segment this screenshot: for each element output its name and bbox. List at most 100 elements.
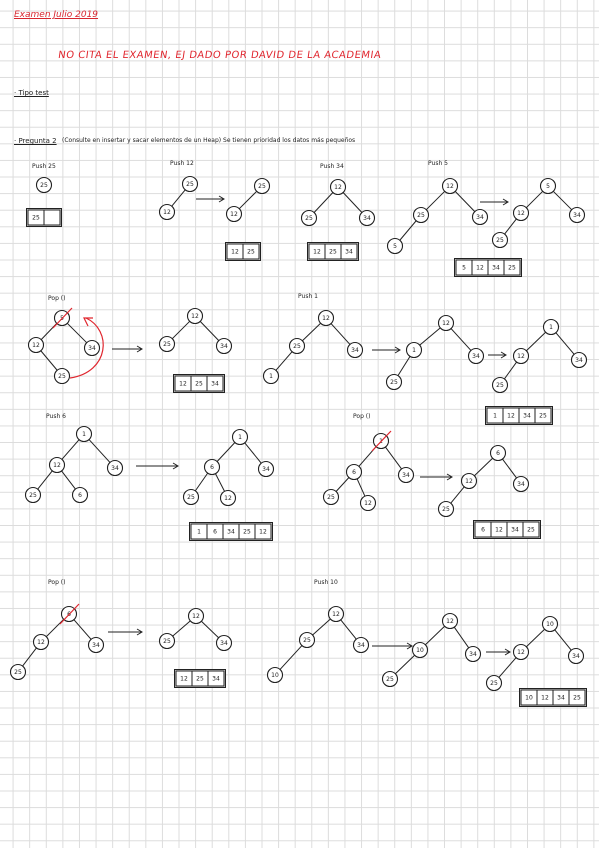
tree-node: 25 (35, 176, 53, 194)
array-cell: 10 (520, 689, 538, 706)
svg-text:34: 34 (573, 212, 581, 219)
svg-text:1: 1 (549, 324, 553, 331)
tree-node: 12 (219, 489, 237, 507)
array-cell: 1 (486, 407, 504, 424)
svg-text:10: 10 (546, 621, 554, 628)
svg-text:6: 6 (481, 527, 485, 534)
svg-text:12: 12 (446, 618, 454, 625)
svg-text:12: 12 (446, 183, 454, 190)
svg-text:12: 12 (192, 613, 200, 620)
svg-text:34: 34 (476, 214, 484, 221)
step-label: Push 1 (298, 293, 318, 300)
tree-edge (425, 625, 445, 646)
svg-text:25: 25 (303, 637, 311, 644)
swap-arc-head (83, 317, 93, 327)
svg-text:12: 12 (163, 209, 171, 216)
tree-edge (525, 190, 544, 209)
svg-text:25: 25 (196, 676, 204, 683)
tree-edge (22, 647, 37, 667)
tree-edge (554, 629, 572, 651)
svg-text:34: 34 (469, 651, 477, 658)
svg-text:12: 12 (442, 320, 450, 327)
tree-edge (37, 470, 53, 490)
tree-node: 10 (266, 666, 284, 684)
svg-text:34: 34 (357, 642, 365, 649)
svg-text:6: 6 (352, 469, 356, 476)
tree-node: 25 (24, 486, 42, 504)
tree-node: 1 (542, 318, 560, 336)
step-label: Pop () (48, 579, 65, 586)
tree-node: 6 (489, 444, 507, 462)
svg-text:12: 12 (322, 315, 330, 322)
tree-edge (526, 628, 545, 648)
svg-text:25: 25 (496, 237, 504, 244)
tree-edge (503, 361, 518, 380)
array-cell: 1 (190, 523, 208, 540)
tree-node: 34 (346, 341, 364, 359)
tree-node: 34 (215, 337, 233, 355)
swap-arc (69, 317, 104, 379)
svg-text:5: 5 (393, 243, 397, 250)
tree-edge (450, 328, 472, 351)
step-label: Pop () (353, 413, 370, 420)
svg-text:6: 6 (213, 529, 217, 536)
tree-node: 34 (568, 206, 586, 224)
tree-edge (385, 446, 402, 470)
tree-node: 5 (539, 177, 557, 195)
array-cell: 25 (534, 407, 552, 424)
tree-edge (313, 192, 334, 213)
heap-tree: 25 (35, 176, 53, 194)
svg-text:25: 25 (327, 494, 335, 501)
tree-node: 6 (59, 603, 80, 625)
tree-node: 25 (288, 337, 306, 355)
svg-text:25: 25 (329, 249, 337, 256)
tree-edge (45, 618, 65, 638)
tree-node: 1 (405, 341, 423, 359)
svg-text:25: 25 (243, 529, 251, 536)
tree-node: 34 (570, 351, 588, 369)
array-cell: 25 (190, 375, 208, 392)
svg-text:1: 1 (197, 529, 201, 536)
transition-arrow (420, 473, 453, 481)
tree-node: 12 (329, 178, 347, 196)
array-cell: 34 (552, 689, 570, 706)
svg-text:34: 34 (402, 472, 410, 479)
array-cell: 25 (191, 670, 209, 687)
svg-text:12: 12 (231, 249, 239, 256)
tree-node: 12 (512, 347, 530, 365)
svg-text:12: 12 (364, 500, 372, 507)
array-cell: 5 (455, 259, 473, 276)
svg-text:12: 12 (517, 353, 525, 360)
tree-edge (450, 486, 465, 504)
tree-edge (395, 654, 415, 675)
tree-edge (342, 192, 363, 213)
tree-node: 12 (186, 307, 204, 325)
tree-node: 34 (567, 647, 585, 665)
array-cell: 12 (490, 521, 508, 538)
tree-node: 12 (437, 314, 455, 332)
step-label: Push 6 (46, 413, 66, 420)
svg-text:1: 1 (493, 413, 497, 420)
svg-text:34: 34 (472, 353, 480, 360)
tree-edge (244, 442, 262, 464)
tree-node: 12 (441, 177, 459, 195)
svg-text:12: 12 (313, 249, 321, 256)
tree-node: 12 (225, 205, 243, 223)
tree-node: 5 (52, 307, 73, 329)
svg-text:25: 25 (58, 373, 66, 380)
tree-edge (419, 327, 441, 346)
